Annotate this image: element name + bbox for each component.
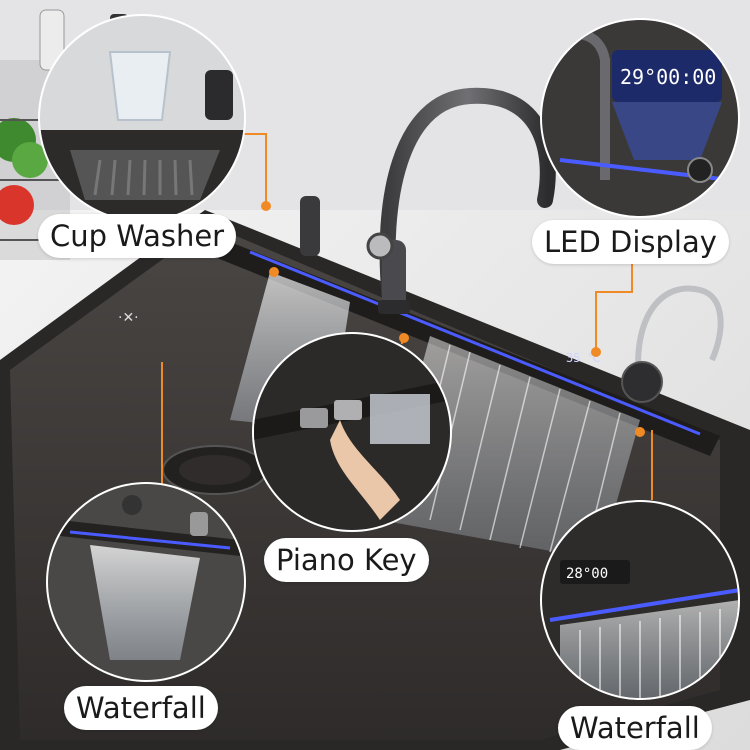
- led-display-label: LED Display: [532, 220, 729, 264]
- led-strip: [249, 250, 701, 436]
- inset-cup-washer: [38, 14, 246, 222]
- led-readout: 29°00:00: [620, 65, 716, 89]
- waterfall-left-label: Waterfall: [64, 686, 218, 730]
- knob: [366, 232, 394, 260]
- inset-waterfall-right: 28°00: [540, 500, 740, 700]
- waterfall-right-label: Waterfall: [558, 706, 712, 750]
- brand-logo: ⋅✕⋅: [118, 310, 139, 326]
- glass-cup: [108, 51, 172, 121]
- piano-key-1: [300, 408, 328, 428]
- piano-key-2: [334, 400, 362, 420]
- cup-washer-label: Cup Washer: [38, 214, 237, 258]
- drinking-faucet: [635, 285, 724, 391]
- waterfall-stream-center: [380, 336, 640, 560]
- piano-key-label: Piano Key: [264, 538, 429, 582]
- finger: [330, 420, 400, 520]
- small-led-readout: 28°00: [566, 566, 608, 582]
- faucet-sprayhead: [382, 240, 406, 310]
- rotary-knob: [621, 361, 663, 403]
- waterfall-outlet: [370, 394, 430, 444]
- inset-led-display: 29°00:00: [540, 18, 740, 218]
- inset-piano-key: [252, 332, 452, 532]
- led-panel: [612, 50, 722, 102]
- inset-waterfall-left: [46, 482, 246, 682]
- soap-dispenser: [300, 196, 320, 256]
